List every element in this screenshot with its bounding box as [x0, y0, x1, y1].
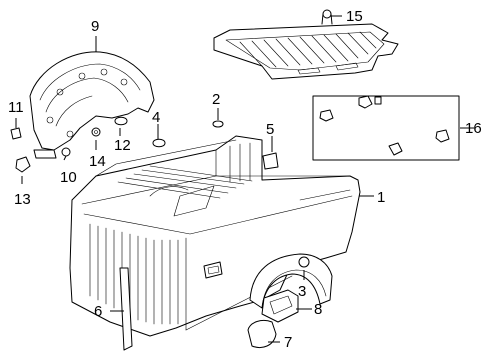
screw-10 — [61, 147, 71, 157]
callout-13: 13 — [14, 191, 31, 208]
callout-1: 1 — [377, 189, 385, 206]
plug-12 — [114, 116, 128, 126]
callout-14: 14 — [89, 153, 106, 170]
grommet-3 — [298, 256, 310, 268]
callout-7: 7 — [284, 334, 292, 351]
callout-9: 9 — [91, 18, 99, 35]
plug-4 — [152, 138, 166, 148]
callout-8: 8 — [314, 301, 322, 318]
plug-2 — [212, 120, 224, 128]
wheelhouse-liner — [29, 51, 155, 159]
callouts: 1 2 3 4 5 6 7 8 9 10 11 12 13 14 15 16 — [8, 8, 482, 351]
callout-16: 16 — [465, 120, 482, 137]
callout-2: 2 — [212, 91, 220, 108]
callout-5: 5 — [266, 121, 274, 138]
callout-3: 3 — [298, 283, 306, 300]
cover-5 — [262, 152, 279, 170]
callout-11: 11 — [8, 99, 24, 116]
retainer-13 — [15, 156, 31, 173]
clip-icon — [319, 95, 450, 156]
clip-11 — [10, 127, 22, 140]
bracket-8 — [261, 289, 299, 323]
trim-strip-6 — [119, 267, 133, 351]
callout-6: 6 — [94, 303, 102, 320]
bed-mat — [213, 9, 399, 80]
callout-12: 12 — [114, 137, 131, 154]
clip-kit-box — [312, 95, 460, 161]
callout-4: 4 — [152, 109, 160, 126]
pickup-box — [69, 135, 361, 337]
callout-15: 15 — [346, 8, 363, 25]
callout-10: 10 — [60, 169, 77, 186]
fuel-door-7 — [247, 319, 277, 348]
leader-lines — [15, 15, 474, 343]
grommet-14 — [91, 127, 101, 137]
